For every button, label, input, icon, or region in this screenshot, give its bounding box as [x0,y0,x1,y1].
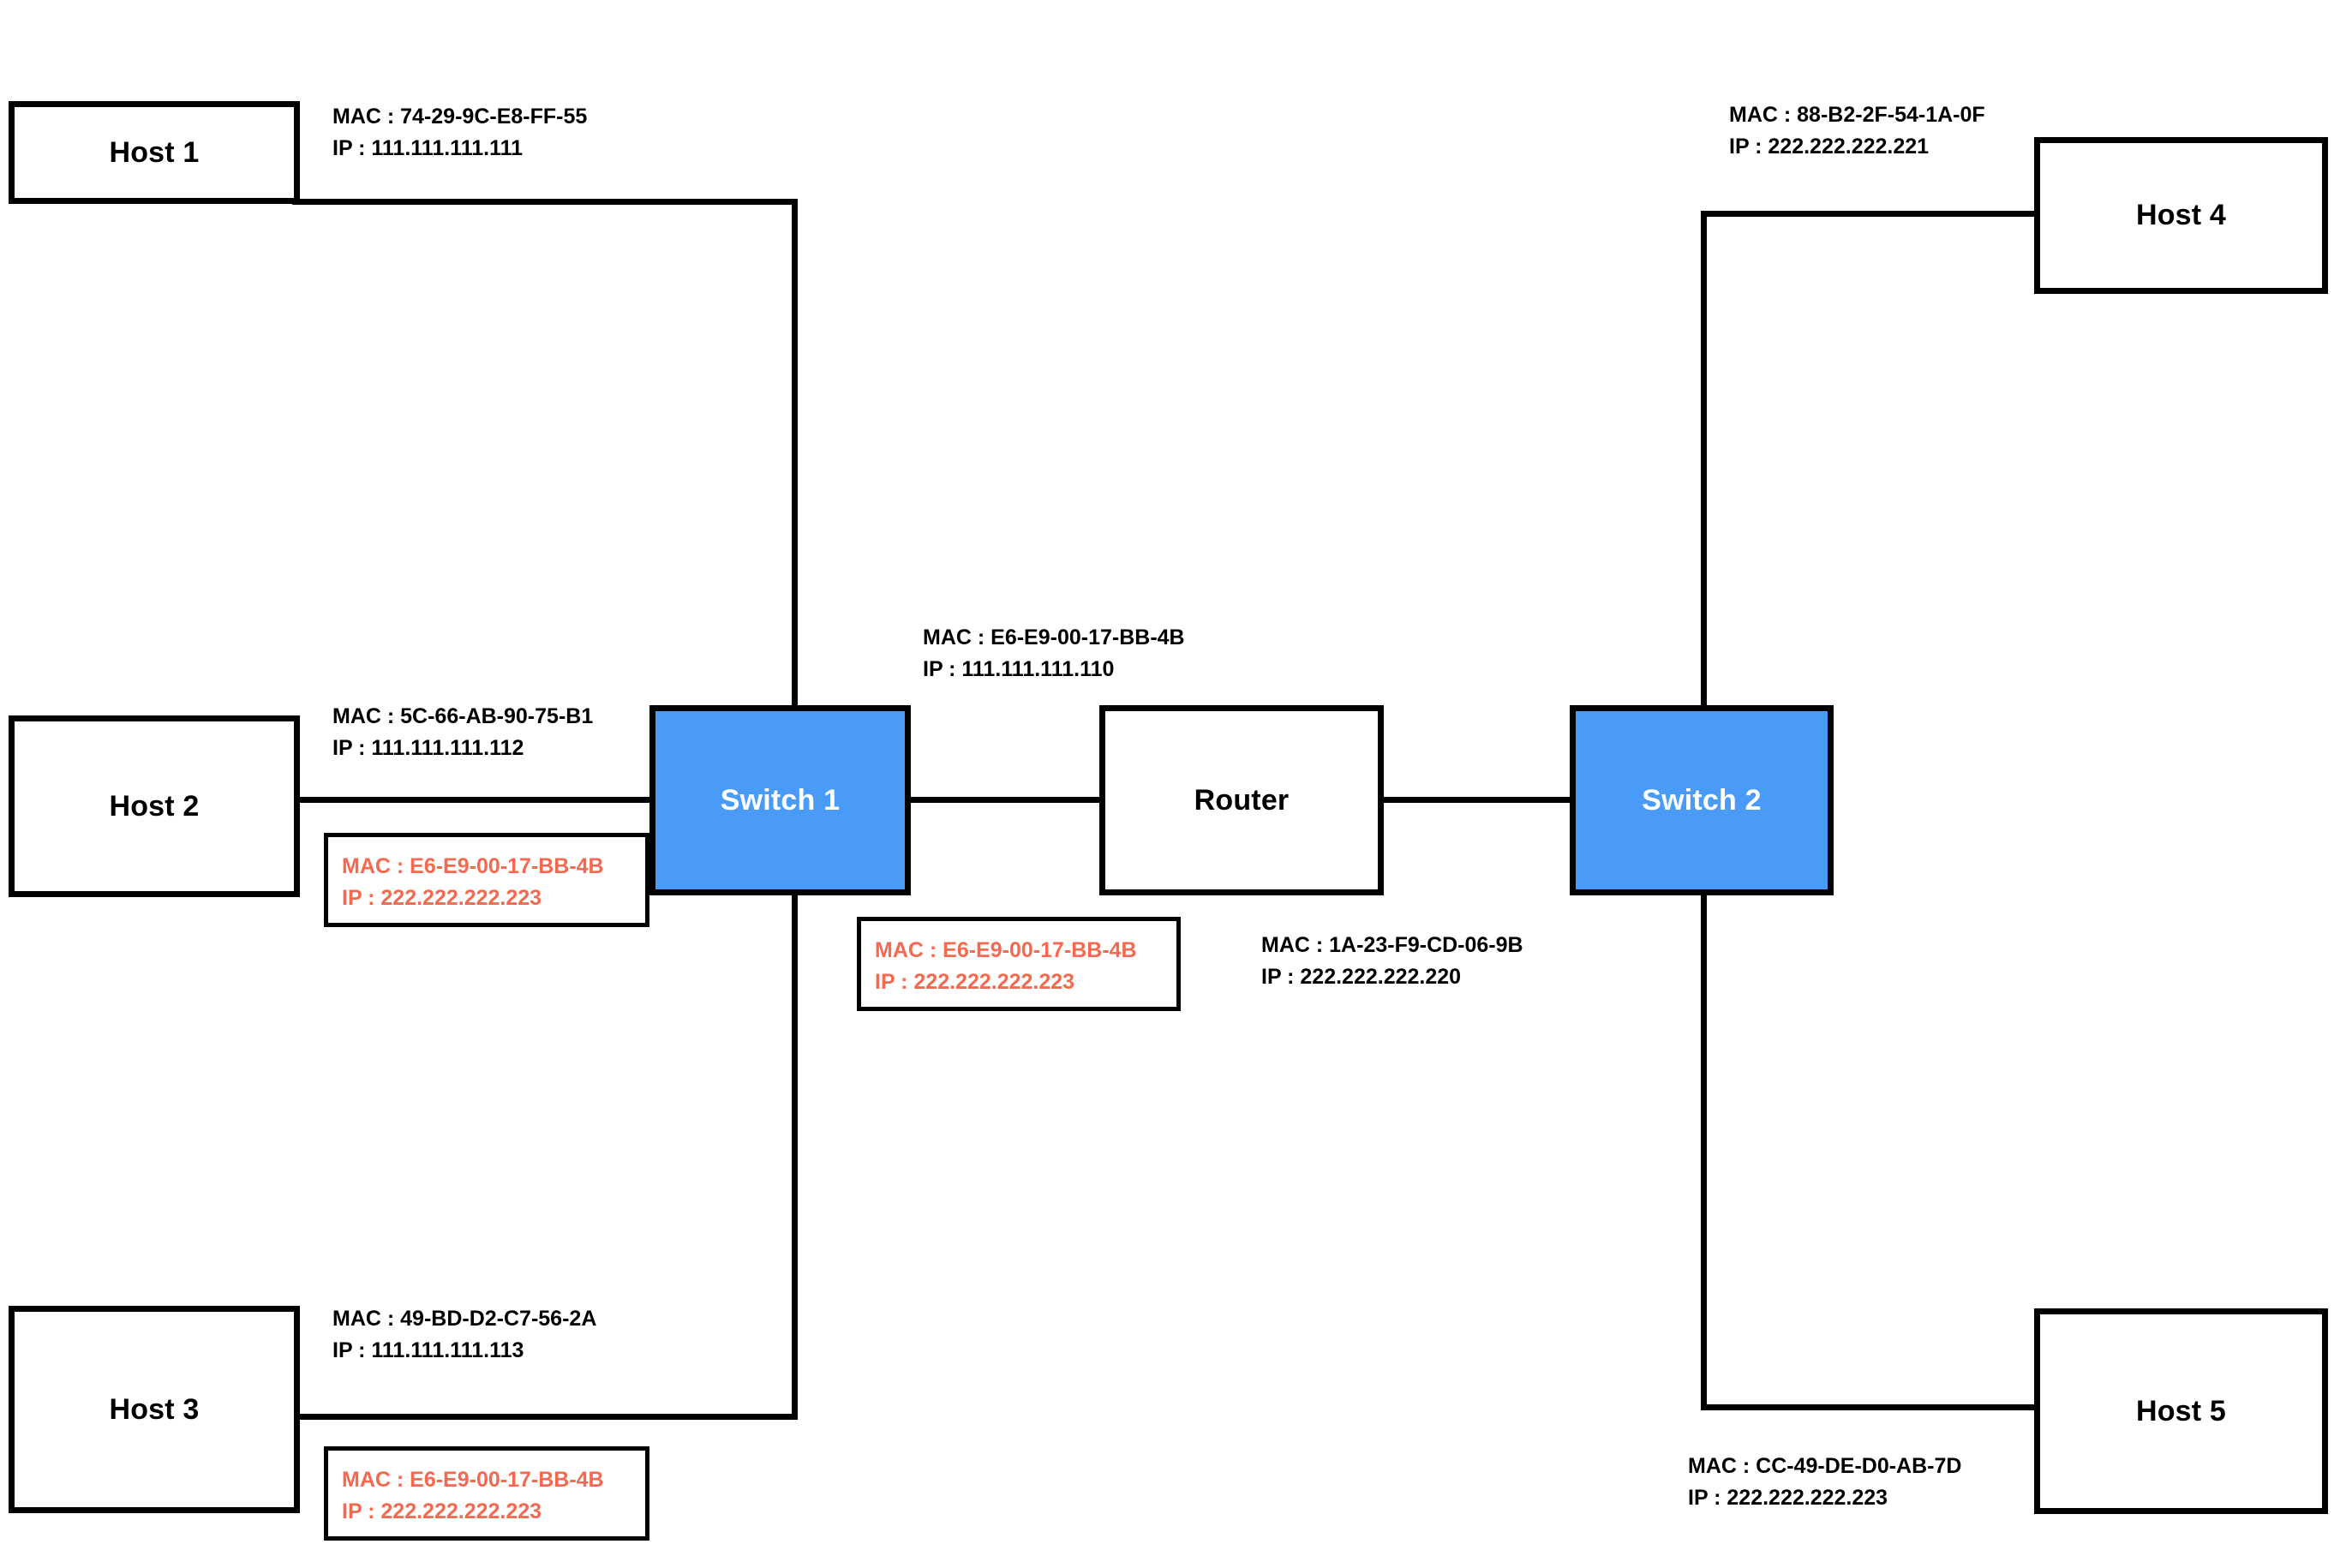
annotation-router-mac: MAC : 1A-23-F9-CD-06-9B [1261,933,1523,957]
annotation-host1: MAC : 74-29-9C-E8-FF-55 IP : 111.111.111… [332,101,587,165]
annotation-host5-mac: MAC : CC-49-DE-D0-AB-7D [1688,1454,1962,1478]
arp-cache-host3: MAC : E6-E9-00-17-BB-4B IP : 222.222.222… [324,1446,649,1541]
annotation-host3: MAC : 49-BD-D2-C7-56-2A IP : 111.111.111… [332,1303,596,1367]
annotation-gateway: MAC : E6-E9-00-17-BB-4B IP : 111.111.111… [923,622,1185,685]
link-host3-to-trunk [292,1414,798,1420]
arp-cache-switch1-ip: IP : 222.222.222.223 [875,970,1075,994]
arp-cache-host2: MAC : E6-E9-00-17-BB-4B IP : 222.222.222… [324,833,649,927]
annotation-host3-ip: IP : 111.111.111.113 [332,1338,524,1362]
node-host4-label: Host 4 [2135,199,2227,231]
node-host4[interactable]: Host 4 [2034,137,2328,294]
annotation-host5: MAC : CC-49-DE-D0-AB-7D IP : 222.222.222… [1688,1451,1961,1514]
link-host2-to-switch1 [292,797,656,803]
node-switch1-label: Switch 1 [720,783,841,817]
arp-cache-switch1-mac: MAC : E6-E9-00-17-BB-4B [875,938,1137,962]
arp-cache-switch1: MAC : E6-E9-00-17-BB-4B IP : 222.222.222… [857,917,1181,1011]
node-router[interactable]: Router [1099,705,1384,895]
arp-cache-host2-mac: MAC : E6-E9-00-17-BB-4B [342,854,604,878]
link-host4-to-trunk [1701,211,2039,217]
annotation-gateway-mac: MAC : E6-E9-00-17-BB-4B [923,625,1185,649]
node-host1-label: Host 1 [109,135,200,169]
node-host2-label: Host 2 [109,789,200,823]
annotation-host4: MAC : 88-B2-2F-54-1A-0F IP : 222.222.222… [1729,99,1985,163]
annotation-host5-ip: IP : 222.222.222.223 [1688,1486,1888,1510]
annotation-host4-ip: IP : 222.222.222.221 [1729,135,1930,159]
arp-cache-host3-mac: MAC : E6-E9-00-17-BB-4B [342,1468,604,1492]
arp-cache-host3-ip: IP : 222.222.222.223 [342,1499,542,1523]
annotation-host3-mac: MAC : 49-BD-D2-C7-56-2A [332,1307,597,1331]
arp-cache-host2-ip: IP : 222.222.222.223 [342,886,542,910]
node-switch2[interactable]: Switch 2 [1570,705,1834,895]
node-host2[interactable]: Host 2 [9,715,300,897]
annotation-host4-mac: MAC : 88-B2-2F-54-1A-0F [1729,103,1985,127]
annotation-router-ip: IP : 222.222.222.220 [1261,965,1462,989]
annotation-host1-ip: IP : 111.111.111.111 [332,136,524,160]
node-host3-label: Host 3 [109,1392,200,1426]
link-router-to-switch2 [1379,797,1573,803]
node-host3[interactable]: Host 3 [9,1306,300,1513]
annotation-gateway-ip: IP : 111.111.111.110 [923,657,1115,681]
annotation-host2-mac: MAC : 5C-66-AB-90-75-B1 [332,704,594,728]
node-host5[interactable]: Host 5 [2034,1308,2328,1514]
node-host5-label: Host 5 [2135,1394,2227,1427]
node-host1[interactable]: Host 1 [9,101,300,204]
annotation-router: MAC : 1A-23-F9-CD-06-9B IP : 222.222.222… [1261,930,1523,993]
node-switch2-label: Switch 2 [1642,783,1762,817]
node-switch1[interactable]: Switch 1 [649,705,911,895]
link-host1-to-trunk [292,199,798,205]
annotation-host1-mac: MAC : 74-29-9C-E8-FF-55 [332,105,588,129]
annotation-host2: MAC : 5C-66-AB-90-75-B1 IP : 111.111.111… [332,701,593,764]
link-switch1-to-router [907,797,1102,803]
node-router-label: Router [1194,783,1290,817]
link-host5-to-trunk [1701,1404,2039,1410]
annotation-host2-ip: IP : 111.111.111.112 [332,736,524,760]
